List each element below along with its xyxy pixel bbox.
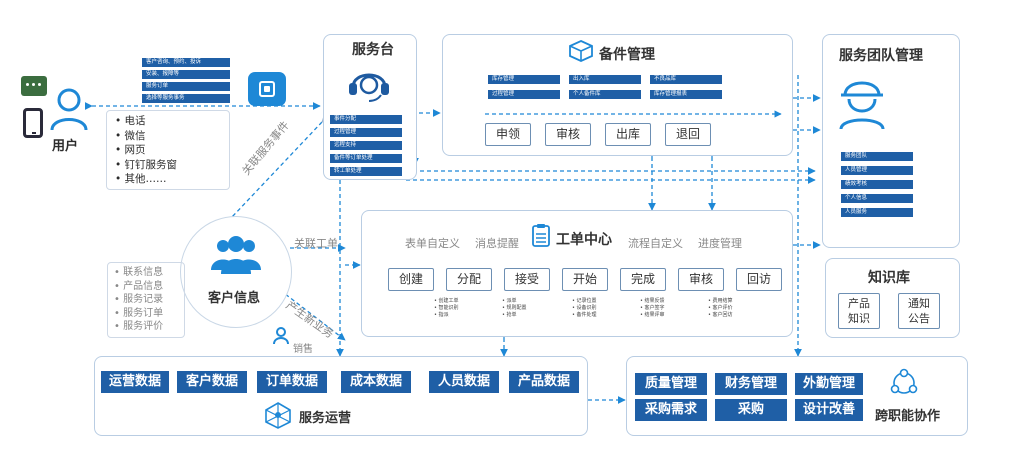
channel-item: • 网页 bbox=[115, 144, 146, 156]
collaboration-icon bbox=[890, 368, 918, 394]
wo-detail: • 创建工单• 智能识别• 指派 bbox=[434, 298, 459, 318]
spare-flow-arrow bbox=[485, 110, 782, 118]
clipboard-icon bbox=[532, 224, 550, 247]
request-tag: 客户咨询、预约、投诉 bbox=[142, 58, 230, 67]
ops-button-products[interactable]: 产品数据 bbox=[509, 371, 579, 393]
wo-step-revisit[interactable]: 回访 bbox=[736, 268, 782, 291]
work-order-title: 工单中心 bbox=[556, 232, 612, 248]
edge-label-sales: 销售 bbox=[293, 344, 313, 355]
wo-detail: • 费用结算• 客户评价• 客户回访 bbox=[708, 298, 733, 318]
spare-button-apply[interactable]: 申领 bbox=[485, 123, 531, 146]
phone-icon bbox=[23, 108, 43, 138]
knowledge-title: 知识库 bbox=[868, 270, 910, 286]
wo-feature: 进度管理 bbox=[698, 237, 742, 250]
wo-step-complete[interactable]: 完成 bbox=[620, 268, 666, 291]
ops-button-customer[interactable]: 客户数据 bbox=[177, 371, 247, 393]
operations-panel: 运营数据 客户数据 订单数据 成本数据 人员数据 产品数据 服务运营 bbox=[94, 356, 588, 436]
engineer-icon bbox=[839, 81, 885, 130]
team-tag: 绩效考核 bbox=[841, 180, 913, 189]
cross-button-field[interactable]: 外勤管理 bbox=[795, 373, 863, 395]
spare-tag: 库存管理报表 bbox=[650, 90, 722, 99]
team-tag: 个人信息 bbox=[841, 194, 913, 203]
cross-button-quality[interactable]: 质量管理 bbox=[635, 373, 707, 395]
edge-label-related-order: 关联工单 bbox=[294, 237, 338, 250]
wo-feature: 表单自定义 bbox=[405, 237, 460, 250]
team-tag: 服务团队 bbox=[841, 152, 913, 161]
channel-item: • 微信 bbox=[115, 129, 146, 142]
user-channels: • 电话 • 微信 • 网页 • 钉钉服务窗 • 其他…… bbox=[106, 110, 230, 190]
spare-tag: 个人备件库 bbox=[569, 90, 641, 99]
desk-tag: 备件等订单处理 bbox=[330, 154, 402, 163]
spare-button-review[interactable]: 审核 bbox=[545, 123, 591, 146]
chat-icon bbox=[21, 76, 47, 96]
headset-icon bbox=[349, 73, 389, 102]
wo-detail: • 派单• 规则配置• 抢单 bbox=[502, 298, 527, 318]
team-tag: 人员管理 bbox=[841, 166, 913, 175]
spare-button-outbound[interactable]: 出库 bbox=[605, 123, 651, 146]
app-icon bbox=[248, 72, 286, 106]
spare-tag: 不良品库 bbox=[650, 75, 722, 84]
team-tag: 人员服务 bbox=[841, 208, 913, 217]
wo-detail: • 结果反馈• 客户签字• 结果评审 bbox=[640, 298, 665, 318]
spare-parts-panel: 备件管理 库存管理 出入库 不良品库 过程管理 个人备件库 库存管理报表 申领 … bbox=[442, 34, 793, 156]
cross-button-finance[interactable]: 财务管理 bbox=[715, 373, 787, 395]
ops-button-cost[interactable]: 成本数据 bbox=[341, 371, 411, 393]
spare-parts-title: 备件管理 bbox=[599, 47, 655, 63]
service-desk-title: 服务台 bbox=[352, 42, 394, 58]
spare-tag: 库存管理 bbox=[488, 75, 560, 84]
cross-function-panel: 质量管理 财务管理 外勤管理 采购需求 采购 设计改善 跨职能协作 bbox=[626, 356, 968, 436]
channel-list: • 电话 • 微信 • 网页 • 钉钉服务窗 • 其他…… bbox=[115, 114, 229, 187]
cross-button-design[interactable]: 设计改善 bbox=[795, 399, 863, 421]
customer-info-list: • 联系信息 • 产品信息 • 服务记录 • 服务订单 • 服务评价 bbox=[107, 262, 185, 338]
desk-tag: 转工单处理 bbox=[330, 167, 402, 176]
wo-step-create[interactable]: 创建 bbox=[388, 268, 434, 291]
wo-feature: 消息提醒 bbox=[475, 237, 519, 250]
customer-item: • 服务记录 bbox=[114, 294, 164, 305]
user-label: 用户 bbox=[52, 139, 79, 154]
wo-step-assign[interactable]: 分配 bbox=[446, 268, 492, 291]
cross-button-purchase-demand[interactable]: 采购需求 bbox=[635, 399, 707, 421]
request-tag: 安装、报障等 bbox=[142, 70, 230, 79]
wo-step-review[interactable]: 审核 bbox=[678, 268, 724, 291]
cross-function-title: 跨职能协作 bbox=[875, 409, 941, 424]
network-icon bbox=[265, 402, 291, 429]
knowledge-button-notice[interactable]: 通知 公告 bbox=[898, 293, 940, 329]
spare-tag: 出入库 bbox=[569, 75, 641, 84]
sales-person-icon bbox=[273, 327, 289, 345]
channel-item: • 钉钉服务窗 bbox=[115, 158, 178, 171]
ops-button-operations[interactable]: 运营数据 bbox=[101, 371, 169, 393]
desk-tag: 远程支持 bbox=[330, 141, 402, 150]
request-tag: 选择等服务事务 bbox=[142, 94, 230, 103]
wo-step-start[interactable]: 开始 bbox=[562, 268, 608, 291]
spare-button-return[interactable]: 退回 bbox=[665, 123, 711, 146]
request-tag: 服务订单 bbox=[142, 82, 230, 91]
spare-tag: 过程管理 bbox=[488, 90, 560, 99]
wo-detail: • 记录位置• 设备识别• 备件处理 bbox=[572, 298, 597, 318]
customer-group-icon bbox=[211, 236, 261, 274]
customer-title: 客户信息 bbox=[208, 291, 261, 306]
service-team-panel: 服务团队管理 服务团队 人员管理 绩效考核 个人信息 人员服务 bbox=[822, 34, 960, 248]
work-order-panel: 表单自定义 消息提醒 工单中心 流程自定义 进度管理 创建 分配 接受 开始 完… bbox=[361, 210, 793, 337]
channel-item: • 电话 bbox=[115, 115, 146, 127]
ops-button-orders[interactable]: 订单数据 bbox=[257, 371, 327, 393]
desk-tag: 过程管理 bbox=[330, 128, 402, 137]
customer-item: • 产品信息 bbox=[114, 280, 164, 292]
desk-tag: 事件分配 bbox=[330, 115, 402, 124]
ops-button-personnel[interactable]: 人员数据 bbox=[429, 371, 499, 393]
wo-feature: 流程自定义 bbox=[628, 237, 683, 250]
box-icon bbox=[569, 40, 593, 62]
customer-item: • 服务评价 bbox=[114, 321, 164, 332]
user-icon bbox=[50, 88, 88, 131]
service-team-title: 服务团队管理 bbox=[839, 48, 923, 64]
cross-button-purchase[interactable]: 采购 bbox=[715, 399, 787, 421]
knowledge-button-product[interactable]: 产品 知识 bbox=[838, 293, 880, 329]
service-desk-panel: 服务台 事件分配 过程管理 远程支持 备件等订单处理 转工单处理 bbox=[323, 34, 417, 180]
channel-item: • 其他…… bbox=[115, 173, 167, 185]
customer-item: • 服务订单 bbox=[114, 307, 164, 319]
customer-item: • 联系信息 bbox=[114, 267, 164, 278]
wo-step-accept[interactable]: 接受 bbox=[504, 268, 550, 291]
operations-title: 服务运营 bbox=[299, 411, 352, 426]
knowledge-panel: 知识库 产品 知识 通知 公告 bbox=[825, 258, 960, 338]
